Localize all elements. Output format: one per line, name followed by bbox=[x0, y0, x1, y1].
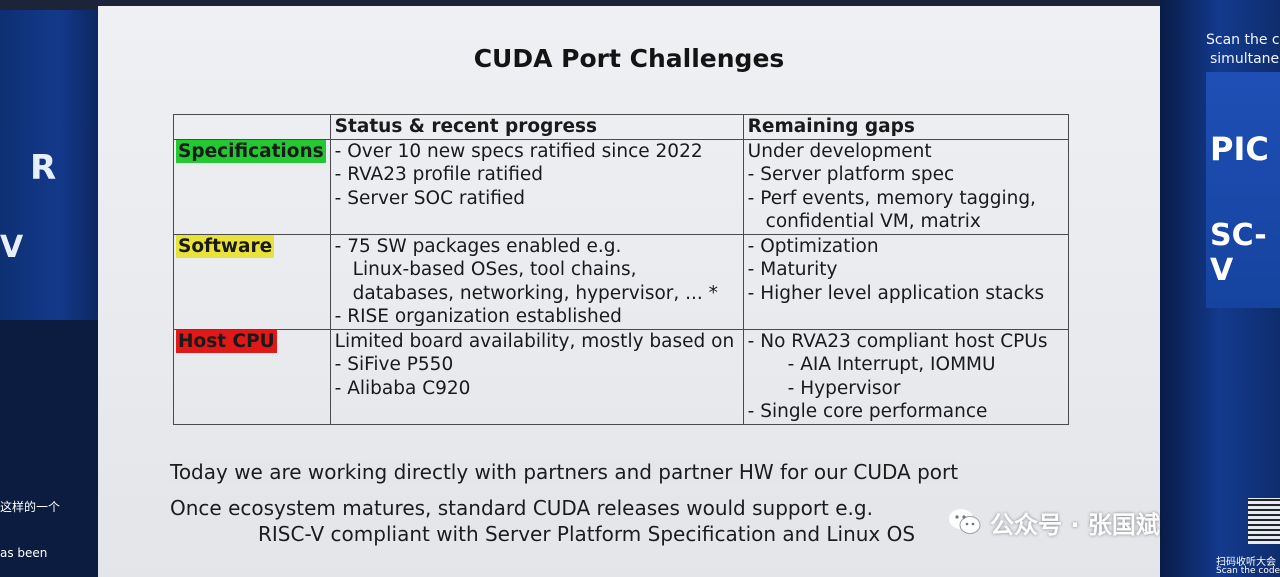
slide-note: Today we are working directly with partn… bbox=[170, 460, 959, 484]
row-label-specifications: Specifications bbox=[176, 139, 326, 163]
gap-line: - Perf events, memory tagging, bbox=[747, 187, 1036, 209]
header-gaps: Remaining gaps bbox=[742, 114, 1070, 140]
watermark-text: 公众号 · 张国斌 bbox=[990, 510, 1160, 539]
left-logo-fragment: R bbox=[30, 148, 56, 188]
row-label-software: Software bbox=[176, 234, 275, 258]
status-line: - Alibaba C920 bbox=[334, 377, 471, 399]
header-status: Status & recent progress bbox=[329, 114, 744, 140]
right-logo-text-bottom: SC-V bbox=[1210, 218, 1267, 288]
gap-line: - Maturity bbox=[747, 259, 838, 280]
gap-line: - No RVA23 compliant host CPUs bbox=[747, 330, 1048, 352]
status-line: Limited board availability, mostly based… bbox=[334, 330, 735, 352]
gap-line: - AIA Interrupt, IOMMU bbox=[787, 354, 996, 375]
projected-slide: CUDA Port Challenges Status & recent pro… bbox=[98, 6, 1160, 577]
gap-line: - Single core performance bbox=[747, 401, 988, 422]
table-row: Host CPU Limited board availability, mos… bbox=[173, 328, 1070, 425]
left-caption-english: as been bbox=[0, 546, 48, 560]
left-side-screen: R V 这样的一个 as been bbox=[0, 10, 98, 577]
qr-caption-english: Scan the code bbox=[1216, 566, 1280, 576]
status-line: - RVA23 profile ratified bbox=[334, 164, 544, 185]
header-empty-cell bbox=[173, 114, 331, 140]
status-cell: - 75 SW packages enabled e.g. Linux-base… bbox=[329, 233, 744, 330]
slide-title: CUDA Port Challenges bbox=[473, 44, 785, 73]
challenges-table: Status & recent progress Remaining gaps … bbox=[173, 114, 1070, 425]
status-line: databases, networking, hypervisor, ... * bbox=[352, 282, 718, 304]
gap-line: - Higher level application stacks bbox=[747, 282, 1045, 304]
status-line: - SiFive P550 bbox=[334, 354, 454, 375]
right-logo-text-top: PIC bbox=[1210, 130, 1269, 168]
gaps-cell: - No RVA23 compliant host CPUs - AIA Int… bbox=[742, 328, 1070, 425]
qr-caption-chinese: 扫码收听大会 bbox=[1216, 557, 1276, 568]
status-line: - RISE organization established bbox=[334, 306, 622, 327]
gap-line: - Optimization bbox=[747, 235, 879, 257]
table-row: Specifications - Over 10 new specs ratif… bbox=[173, 138, 1070, 235]
row-label-cell: Software bbox=[173, 233, 331, 330]
right-logo-panel bbox=[1206, 72, 1280, 308]
gap-line: Under development bbox=[747, 140, 932, 162]
watermark: 公众号 · 张国斌 bbox=[948, 504, 1160, 540]
left-caption-chinese: 这样的一个 bbox=[0, 500, 61, 514]
row-label-cell: Host CPU bbox=[173, 328, 331, 425]
wechat-icon bbox=[949, 509, 981, 534]
table-header-row: Status & recent progress Remaining gaps bbox=[173, 114, 1070, 140]
gap-line: - Hypervisor bbox=[787, 377, 901, 399]
table-row: Software - 75 SW packages enabled e.g. L… bbox=[173, 233, 1070, 330]
gap-line: confidential VM, matrix bbox=[765, 211, 981, 232]
status-cell: Limited board availability, mostly based… bbox=[329, 328, 744, 425]
status-line: - Server SOC ratified bbox=[334, 187, 525, 209]
gaps-cell: - Optimization - Maturity - Higher level… bbox=[742, 233, 1070, 330]
right-side-screen: Scan the c simultane PIC SC-V 扫码收听大会 Sca… bbox=[1160, 0, 1280, 577]
status-line: - 75 SW packages enabled e.g. bbox=[334, 235, 622, 257]
gaps-cell: Under development - Server platform spec… bbox=[742, 138, 1070, 235]
left-logo-fragment-v: V bbox=[0, 230, 24, 265]
qr-code-icon bbox=[1248, 498, 1280, 544]
right-scan-text-line2: simultane bbox=[1210, 51, 1280, 67]
row-label-cell: Specifications bbox=[173, 138, 331, 235]
left-caption-panel bbox=[0, 320, 98, 577]
slide-note: RISC-V compliant with Server Platform Sp… bbox=[258, 522, 916, 546]
slide-note: Once ecosystem matures, standard CUDA re… bbox=[170, 496, 873, 520]
row-label-host-cpu: Host CPU bbox=[176, 329, 277, 353]
right-scan-text-line1: Scan the c bbox=[1206, 32, 1280, 48]
status-cell: - Over 10 new specs ratified since 2022 … bbox=[329, 138, 744, 235]
status-line: - Over 10 new specs ratified since 2022 bbox=[334, 140, 703, 162]
status-line: Linux-based OSes, tool chains, bbox=[352, 259, 637, 280]
gap-line: - Server platform spec bbox=[747, 164, 955, 185]
